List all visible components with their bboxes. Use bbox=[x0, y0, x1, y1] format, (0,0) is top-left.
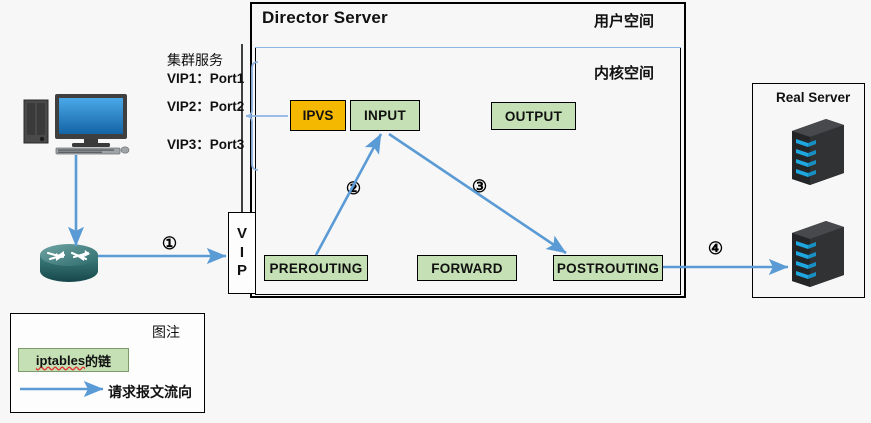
real-server-icon-1 bbox=[792, 119, 844, 185]
director-server-title: Director Server bbox=[262, 8, 388, 27]
client-computer-icon bbox=[23, 94, 130, 155]
postrouting-chain-box[interactable]: POSTROUTING bbox=[553, 255, 663, 281]
legend-title: 图注 bbox=[152, 324, 180, 340]
step-marker-4: ④ bbox=[707, 238, 724, 258]
legend-flow-label: 请求报文流向 bbox=[108, 384, 192, 400]
prerouting-chain-box[interactable]: PREROUTING bbox=[264, 255, 368, 281]
vip-letter-i: I bbox=[239, 243, 245, 261]
ipvs-module-box[interactable]: IPVS bbox=[290, 100, 346, 131]
step-marker-3: ③ bbox=[471, 176, 488, 196]
user-space-label: 用户空间 bbox=[594, 13, 655, 30]
kernel-space-divider bbox=[255, 47, 681, 48]
kernel-space-label: 内核空间 bbox=[594, 65, 655, 82]
legend-chain-swatch-suffix: 的链 bbox=[85, 353, 112, 369]
real-server-title: Real Server bbox=[776, 90, 851, 105]
input-chain-box[interactable]: INPUT bbox=[350, 100, 420, 131]
real-server-icon-2 bbox=[792, 221, 844, 287]
forward-chain-box[interactable]: FORWARD bbox=[417, 255, 517, 281]
cluster-service-entry-1: VIP1：Port1 bbox=[167, 71, 245, 86]
cluster-service-entry-3: VIP3：Port3 bbox=[167, 137, 245, 152]
kernel-space-box bbox=[255, 48, 681, 295]
vip-letter-v: V bbox=[236, 224, 247, 242]
cluster-service-title: 集群服务 bbox=[167, 52, 223, 68]
cluster-service-entry-2: VIP2：Port2 bbox=[167, 99, 245, 114]
output-chain-box[interactable]: OUTPUT bbox=[491, 102, 576, 130]
legend-chain-swatch-prefix: iptables bbox=[35, 352, 86, 368]
step-marker-2: ② bbox=[345, 178, 362, 198]
router-icon bbox=[40, 244, 98, 282]
step-marker-1: ① bbox=[161, 233, 178, 253]
vip-interface-box[interactable]: V I P bbox=[228, 212, 256, 294]
vip-letter-p: P bbox=[236, 262, 247, 280]
